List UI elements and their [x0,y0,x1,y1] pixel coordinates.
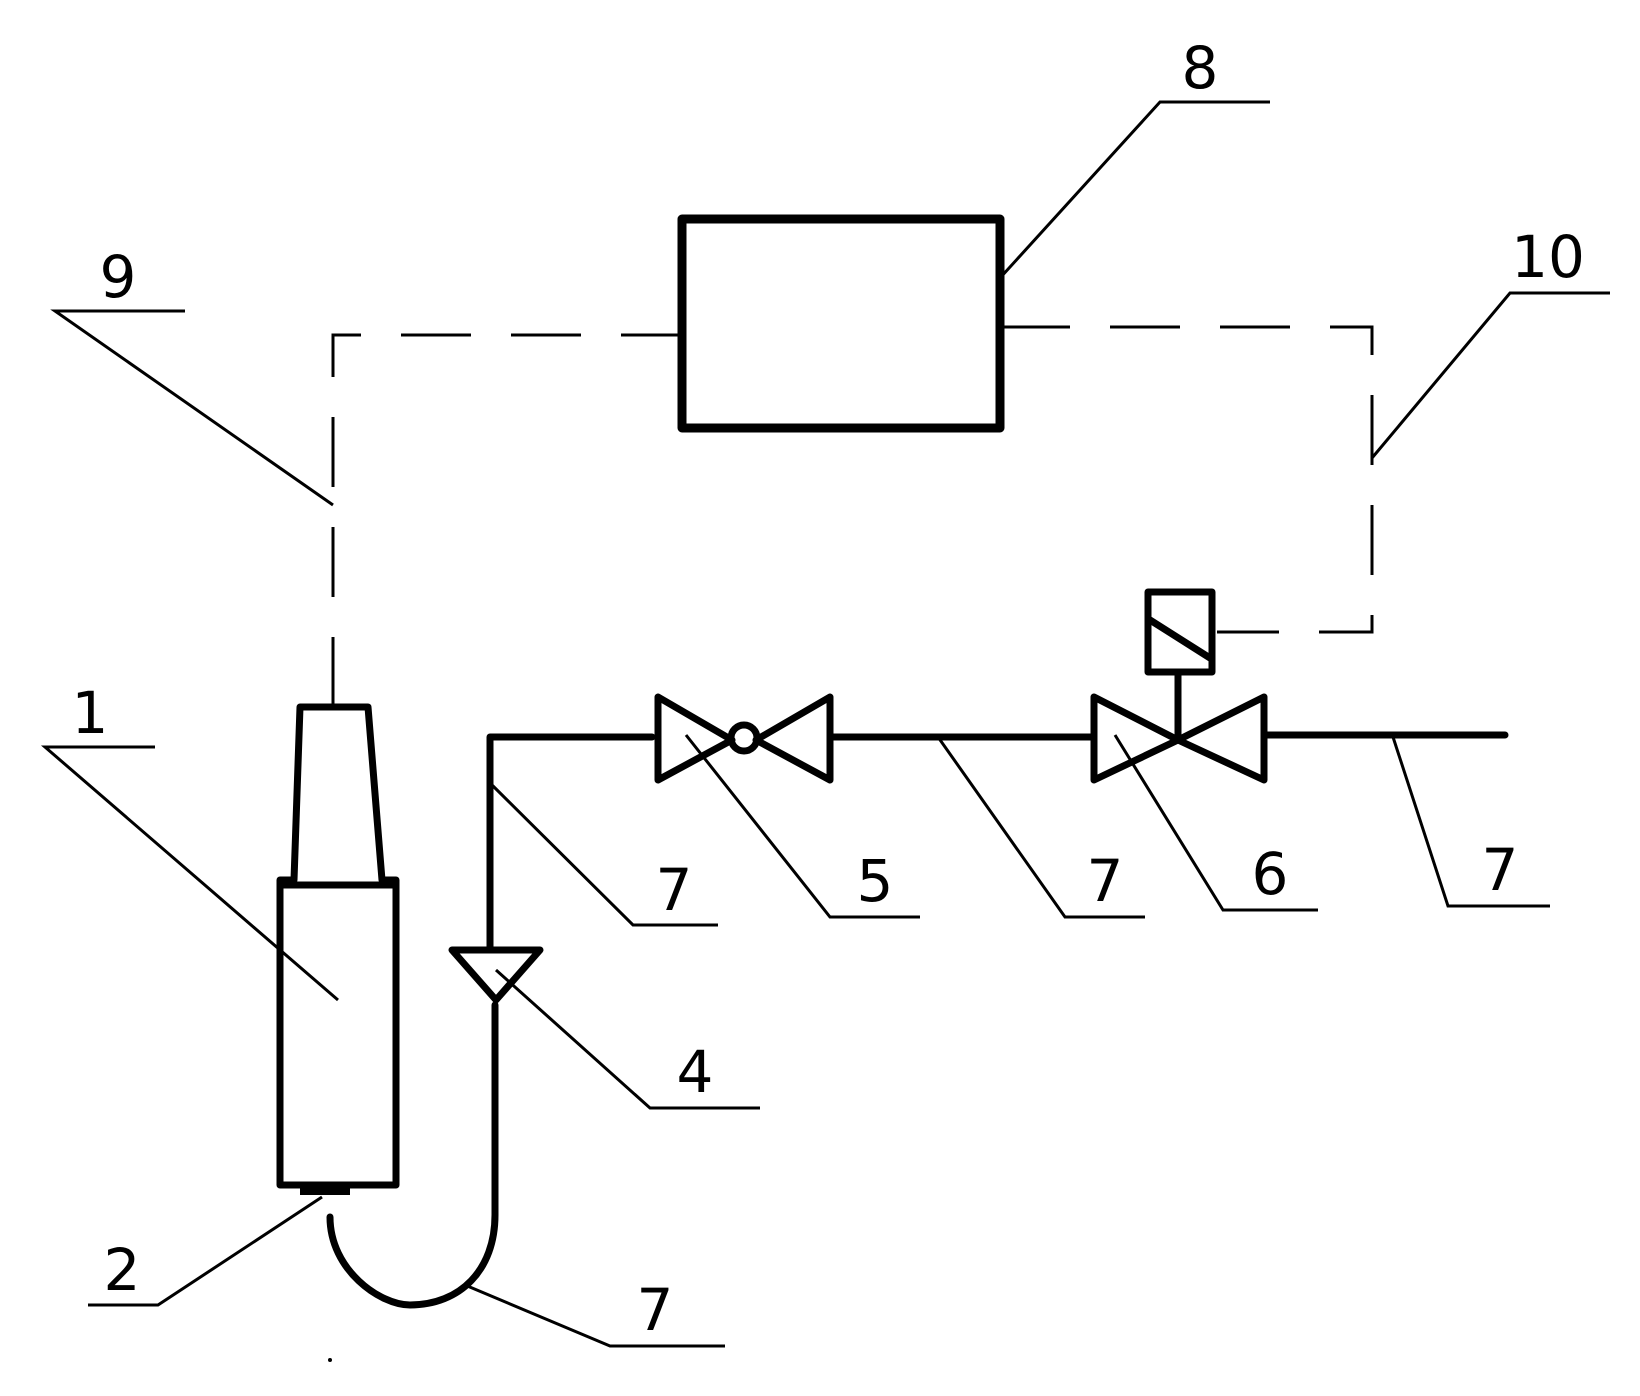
signal-line-solenoid [1000,325,1374,634]
check-valve [448,946,544,1004]
controller-box [677,214,1005,433]
sensor-probe [276,703,400,1189]
sensor-tip [300,1185,350,1195]
label-controller: 8 [1182,34,1219,102]
label-pipe-bottom: 7 [637,1276,674,1344]
label-pipe-outlet: 7 [1482,836,1519,904]
label-signal-out: 10 [1511,223,1585,291]
label-sensor: 1 [72,679,109,747]
label-sensor-tip: 2 [104,1236,141,1304]
label-manual-valve: 5 [857,847,894,915]
label-pipe-vertical: 7 [656,856,693,924]
pipe-vertical [486,733,656,952]
manual-valve [654,693,834,784]
solenoid-valve [1090,588,1268,784]
stray-dot [328,1358,332,1362]
signal-line-sensor [331,333,682,707]
pipe-u-bend [326,1001,499,1309]
leader-lines [40,100,1610,1348]
label-signal-in: 9 [100,243,137,311]
label-check-valve: 4 [677,1038,714,1106]
label-solenoid-valve: 6 [1252,840,1289,908]
label-pipe-middle: 7 [1087,847,1124,915]
